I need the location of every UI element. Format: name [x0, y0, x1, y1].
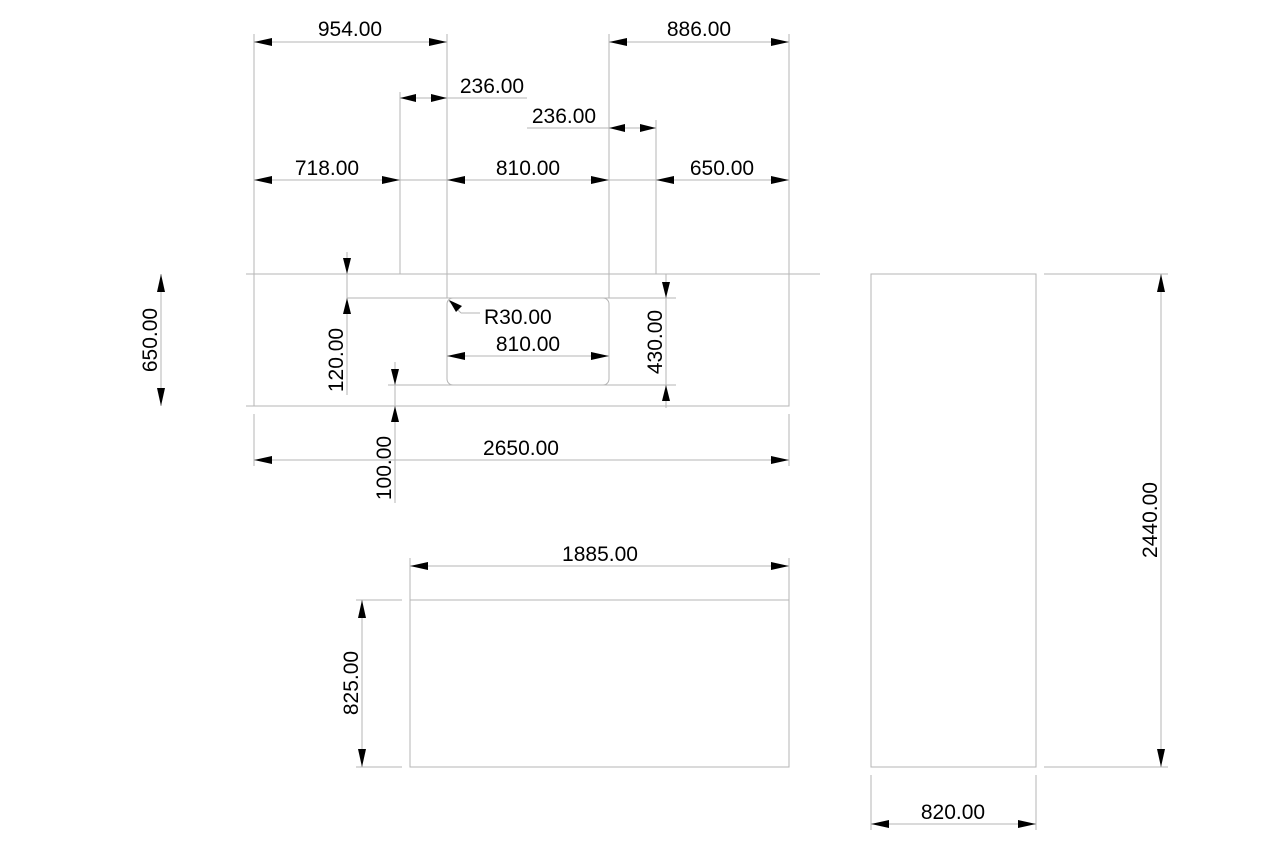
- dim-820: 820.00: [871, 801, 1036, 828]
- side-panel-outline: [870, 273, 1037, 768]
- countertop-outline: [253, 273, 790, 407]
- dim-overall-2650: 2650.00: [254, 437, 789, 464]
- dim-954: 954.00: [254, 18, 447, 46]
- extension-lines: [246, 34, 820, 466]
- dim-825: 825.00: [340, 600, 366, 767]
- dim-label-100: 100.00: [373, 436, 396, 500]
- dim-label-954: 954.00: [318, 18, 382, 41]
- dim-120: 120.00: [325, 252, 351, 395]
- dim-100: 100.00: [373, 362, 399, 503]
- dim-label-2440: 2440.00: [1139, 482, 1162, 558]
- dim-label-825: 825.00: [340, 651, 363, 715]
- dim-label-1885: 1885.00: [562, 543, 638, 566]
- dim-radius: R30.00: [448, 300, 552, 329]
- dim-label-430: 430.00: [644, 310, 667, 374]
- dim-label-718: 718.00: [295, 157, 359, 180]
- dim-label-810-top: 810.00: [496, 157, 560, 180]
- dim-430: 430.00: [644, 274, 670, 408]
- dim-label-886: 886.00: [667, 18, 731, 41]
- dim-cutout-810: 810.00: [447, 333, 609, 360]
- dim-label-650-depth: 650.00: [139, 308, 162, 372]
- dim-label-820: 820.00: [921, 801, 985, 824]
- dim-1885: 1885.00: [410, 543, 789, 570]
- dim-2440: 2440.00: [1139, 274, 1165, 767]
- dim-236-left: 236.00: [400, 75, 527, 102]
- bottom-panel-view: 1885.00 825.00: [340, 543, 790, 768]
- dim-label-2650: 2650.00: [483, 437, 559, 460]
- dim-label-236-left: 236.00: [460, 75, 524, 98]
- bottom-panel-outline: [409, 599, 790, 768]
- dim-label-810-cutout: 810.00: [496, 333, 560, 356]
- dim-236-right: 236.00: [527, 105, 656, 132]
- dim-label-236-right: 236.00: [532, 105, 596, 128]
- dim-886: 886.00: [609, 18, 789, 46]
- dim-label-650-top: 650.00: [690, 157, 754, 180]
- dim-label-120: 120.00: [325, 328, 348, 392]
- dim-label-radius: R30.00: [484, 306, 552, 329]
- dim-chain-segments: 718.00 810.00 650.00: [254, 157, 789, 184]
- top-view: 954.00 886.00 236.00 236.00: [139, 18, 820, 503]
- dim-depth-650: 650.00: [139, 274, 165, 406]
- side-panel-view: 2440.00 820.00: [870, 273, 1168, 830]
